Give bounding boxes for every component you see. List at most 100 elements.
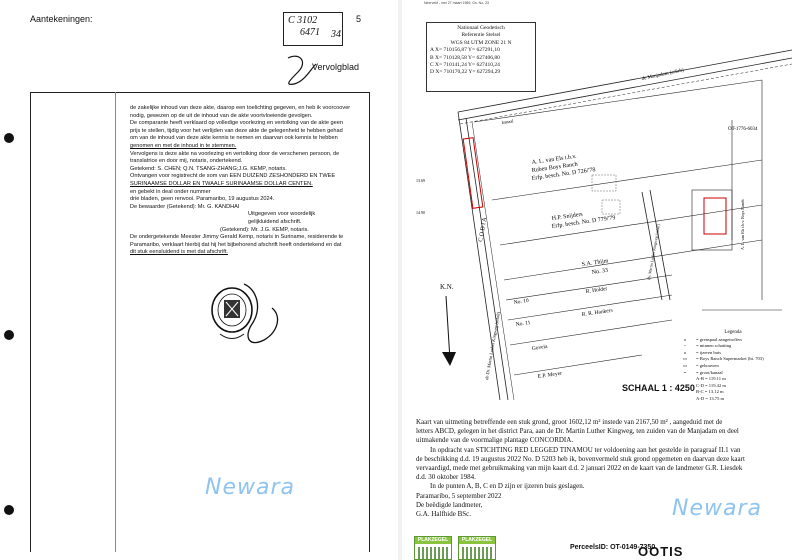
legend-row: B-C = 13.12 m <box>678 389 788 396</box>
plot-label: S.A. Thijm <box>581 258 609 268</box>
coord-row: A X= 710156,87 Y= 627291,10 <box>430 47 500 54</box>
dim-label: 13.69 <box>416 178 425 183</box>
legend-row: C-D = 119.42 m <box>678 383 788 390</box>
legend: Legenda o = grenspaal aangetroffen~= minn… <box>678 330 788 403</box>
watermark: Newara <box>672 496 762 521</box>
description-line: vervaardigd, mede met gebruikmaking van … <box>416 464 743 473</box>
legend-row: A-B = 119.11 m <box>678 376 788 383</box>
legend-text: B-C = 13.12 m <box>696 389 724 395</box>
punch-hole <box>4 505 14 515</box>
reference-box: C 3102 6471 34 <box>283 12 343 46</box>
canal-label: kanaal <box>501 118 514 125</box>
legend-row: ▭= gebouwen <box>678 363 788 370</box>
plakzegel-stamp: PLAKZEGEL <box>458 536 496 560</box>
legend-row: = = groot/kanaal <box>678 370 788 377</box>
deed-line: drie bladen, geen renvooi. Paramaribo, 1… <box>130 196 275 203</box>
deed-line: translatrice en door mij, notaris, onder… <box>130 158 243 165</box>
scale-label: SCHAAL 1 : 4250 <box>622 383 695 393</box>
plot-label: H.P. Snijders <box>551 212 583 222</box>
dim-label: 14.90 <box>416 210 425 215</box>
perceel-id: PerceelsID: OT-0149-7350 <box>570 544 656 551</box>
legend-text: C-D = 119.42 m <box>696 382 726 388</box>
legend-text: A-B = 119.11 m <box>696 376 726 382</box>
legend-row: o= ijzeren buis <box>678 350 788 357</box>
plakzegel-stamp: PLAKZEGEL <box>414 536 452 560</box>
plot-label: A. L. van Els t.b.v. Boys Ranch <box>740 199 745 250</box>
reference-c: 34 <box>331 29 341 40</box>
deed-line: om van de inhoud van deze akte kennis te… <box>130 135 338 142</box>
coords-title-1: Nationaal Geodetisch <box>457 25 505 31</box>
description-line: Paramaribo, 5 september 2022 <box>416 491 502 500</box>
legend-text: = Boys Ranch Supermarket (bt. 703) <box>696 356 764 362</box>
deed-line: Getekend: S. CHEN; Q.N. TSANG-ZHANG;J.G.… <box>130 165 287 172</box>
coordinate-box: Nationaal Geodetisch Referentie Stelsel … <box>426 22 536 92</box>
kn-label: K.N. <box>440 283 454 291</box>
deed-line: SURINAAMSE DOLLAR EN TWAALF SURINAAMSE D… <box>130 180 313 187</box>
notes-label: Aantekeningen: <box>30 14 93 24</box>
deed-line: en gebekt in deal onder nummer <box>130 188 211 195</box>
deed-line: (Getekend): Mr. J.G. KEMP, notaris. <box>220 226 309 233</box>
legend-symbol: ▭ <box>682 362 688 368</box>
coord-row: D X= 710170,22 Y= 627294,29 <box>430 69 501 76</box>
header-tiny-text: Neerveld - mei 27 maart 1989, Gs. No. 23 <box>424 1 489 5</box>
handwritten-signature-icon <box>287 55 317 85</box>
legend-symbol: ▭ <box>682 356 688 362</box>
deed-line: De bewaarder (Getekend): Mr. G. KANDHAI <box>130 203 240 210</box>
description-line: d.d. 30 oktober 1984. <box>416 473 476 482</box>
legend-rows: o = grenspaal aangetroffen~= minnen schat… <box>678 337 788 403</box>
legend-text: = groot/kanaal <box>696 369 723 375</box>
plot-label: R. Holder <box>585 286 607 295</box>
survey-description: Kaart van uitmeting betreffende een stuk… <box>416 418 796 519</box>
legend-symbol: ~ <box>683 343 687 349</box>
legend-row: ~= minnen schatting <box>678 343 788 350</box>
legend-title: Legenda <box>724 330 742 335</box>
description-line: In opdracht van STICHTING RED LEGGED TIN… <box>430 445 741 454</box>
deed-frame <box>30 92 370 552</box>
survey-map: 13.69 14.90 de Manjadam (asfalt) kanaal … <box>416 49 793 401</box>
description-line: uitmakende van de voormalige plantage CO… <box>416 436 574 445</box>
road-label: de Manjadam (asfalt) <box>641 68 684 82</box>
deed-line: genomen en met de inhoud in te stemmen. <box>130 142 237 149</box>
deed-line: Paramaribo, verklaart hierbij dat hij he… <box>130 241 342 248</box>
punch-hole <box>4 133 14 143</box>
concordia-label: C O D I A <box>478 216 488 242</box>
deed-line: Vervolgens is deze akte na voorlezing en… <box>130 150 340 157</box>
vervolgblad-label: Vervolgblad <box>312 62 360 72</box>
deed-line: de zakelijke inhoud van deze akte, daaro… <box>130 105 351 111</box>
margin-rule <box>115 92 116 552</box>
kingweg-road <box>457 111 501 401</box>
kingweg-label: Dr. Martin Luther Kingweg (asfalt) <box>646 223 661 280</box>
plot-label: Goveia <box>531 344 548 352</box>
ot-label: OT-1776-6034 <box>728 127 758 132</box>
description-line: letters ABCD, gelegen in het district Pa… <box>416 427 739 436</box>
legend-row: A-D = 13.75 m <box>678 396 788 403</box>
coord-row: C X= 710141,24 Y= 627410,24 <box>430 62 500 69</box>
deed-line: gelijkluidend afschrift. <box>248 218 302 225</box>
coords-title-3: WGS 84 UTM ZONE 21 N <box>450 39 512 46</box>
plot-label: No. 11 <box>515 320 531 328</box>
plot-label: E.P. Meyer <box>537 371 562 380</box>
stamp-label: PLAKZEGEL <box>415 537 451 544</box>
reference-b: 6471 <box>300 27 320 38</box>
deed-line: Ontvangen voor registrecht de som van EE… <box>130 173 336 180</box>
notary-signature-icon <box>243 283 279 344</box>
legend-row: ▭ = Boys Ranch Supermarket (bt. 703) <box>678 356 788 363</box>
description-line: Kaart van uitmeting betreffende een stuk… <box>416 418 723 426</box>
manjadam-road <box>457 49 793 113</box>
legend-text: = ijzeren buis <box>696 349 722 355</box>
stamp-label: PLAKZEGEL <box>459 537 495 544</box>
parcel-abcd <box>462 137 484 209</box>
legend-symbol: = <box>683 369 687 375</box>
left-document-page: Aantekeningen: C 3102 6471 34 5 Vervolgb… <box>0 0 398 560</box>
deed-line: prijs te stellen, tijdig voor het verlij… <box>130 127 343 134</box>
deed-line: De comparante heeft verklaard op volledi… <box>130 120 344 127</box>
reference-a: C 3102 <box>288 15 318 26</box>
coords-title-2: Referentie Stelsel <box>461 32 501 39</box>
watermark: Newara <box>205 475 295 500</box>
legend-symbol: o <box>683 336 687 342</box>
deed-line: De ondergetekende Meester Jimmy Gerald K… <box>130 234 344 241</box>
legend-text: = grenspaal aangetroffen <box>696 336 742 342</box>
notary-seal-icon <box>211 287 253 339</box>
deed-line: nodig, gewezen op de uit de inhoud van d… <box>130 112 313 119</box>
description-line: In de punten A, B, C en D zijn er ijzere… <box>430 482 585 491</box>
